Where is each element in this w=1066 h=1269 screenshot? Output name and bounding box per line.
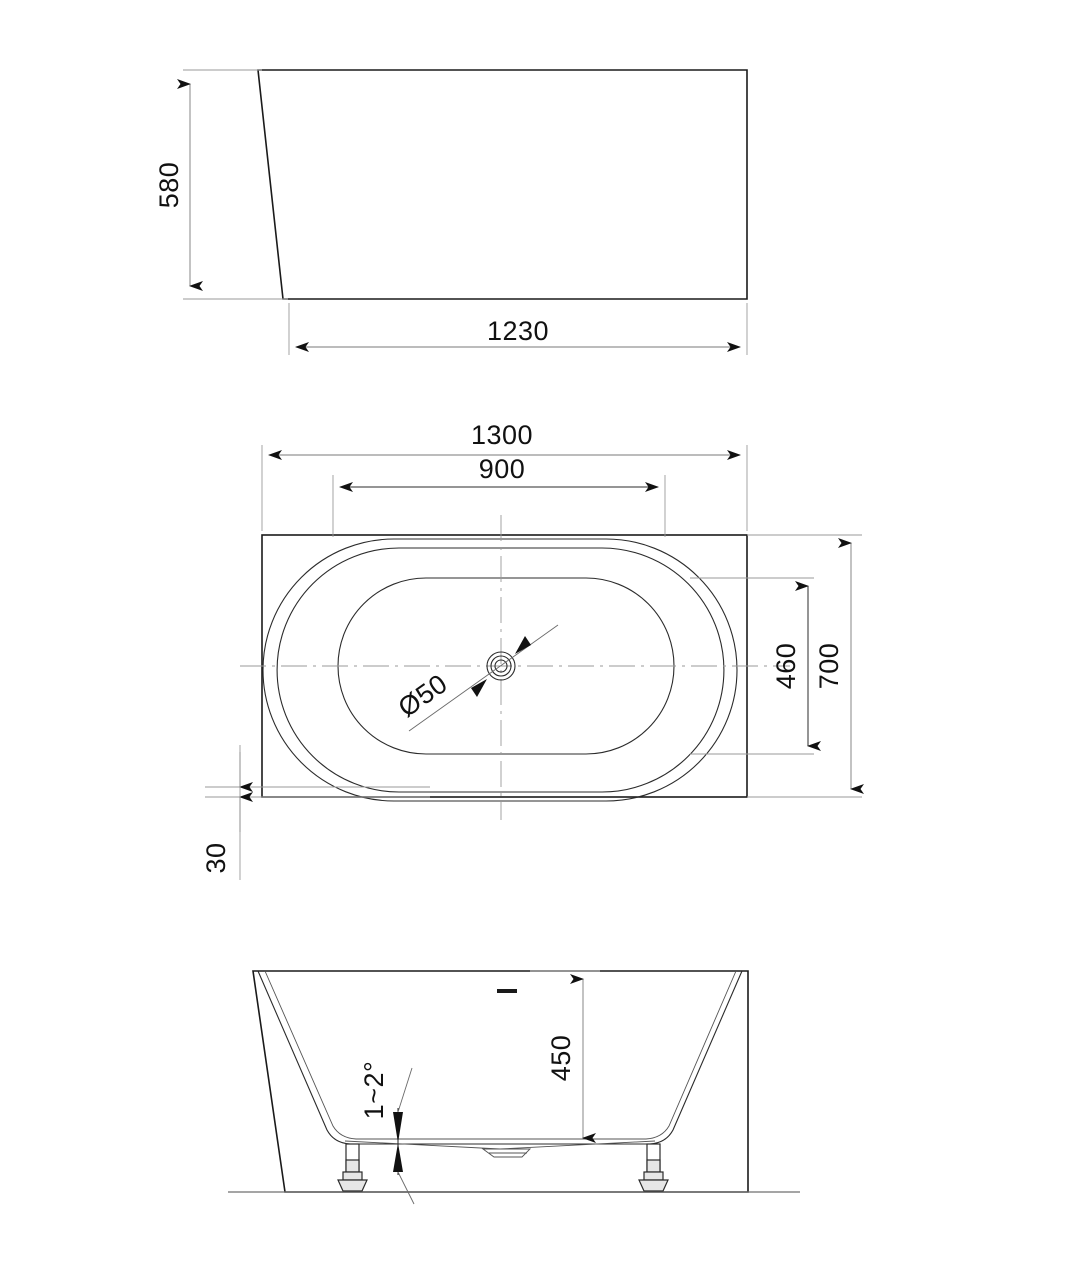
drain-leader-arrows bbox=[471, 636, 531, 697]
tub-rim-outer bbox=[262, 538, 738, 802]
tub-section-inner-wall bbox=[257, 970, 743, 1145]
tub-section-inner-wall-offset bbox=[264, 970, 737, 1140]
support-leg-left bbox=[337, 1143, 368, 1192]
dim-label-700: 700 bbox=[814, 643, 844, 690]
overflow-slot-mark bbox=[497, 989, 517, 993]
slope-arrow-upper bbox=[393, 1112, 403, 1143]
dim-label-slope: 1~2° bbox=[359, 1061, 389, 1120]
slope-leader-lower bbox=[397, 1171, 415, 1205]
dim-label-30: 30 bbox=[201, 842, 231, 873]
dim-label-900: 900 bbox=[479, 454, 526, 484]
tub-section-outer-shell bbox=[252, 970, 749, 1193]
drain-middle-circle bbox=[490, 655, 512, 677]
slope-arrow-lower bbox=[393, 1143, 403, 1172]
drain-leader-line bbox=[408, 624, 559, 732]
dim-label-580: 580 bbox=[154, 162, 184, 209]
dim-label-1300: 1300 bbox=[471, 420, 533, 450]
view-side-elevation: 580 1230 bbox=[154, 69, 748, 355]
drain-inner-circle bbox=[494, 659, 508, 673]
support-leg-right bbox=[638, 1143, 669, 1192]
tub-rim-outer-offset bbox=[276, 547, 725, 793]
view-top-plan: Ø50 1300 900 700 460 bbox=[201, 420, 864, 880]
dim-label-1230: 1230 bbox=[487, 316, 549, 346]
tub-base-slope-line bbox=[344, 1140, 656, 1150]
view-front-section: 450 1~2° bbox=[228, 970, 800, 1205]
slope-leader-upper bbox=[397, 1067, 413, 1113]
drain-fitting-outline bbox=[481, 1148, 532, 1158]
dim-label-450: 450 bbox=[546, 1035, 576, 1082]
tub-basin-inner bbox=[337, 577, 675, 755]
tub-side-outline bbox=[257, 69, 748, 300]
dim-label-drain-diameter: Ø50 bbox=[393, 668, 453, 723]
drain-outer-circle bbox=[486, 651, 516, 681]
dim-label-460: 460 bbox=[771, 643, 801, 690]
